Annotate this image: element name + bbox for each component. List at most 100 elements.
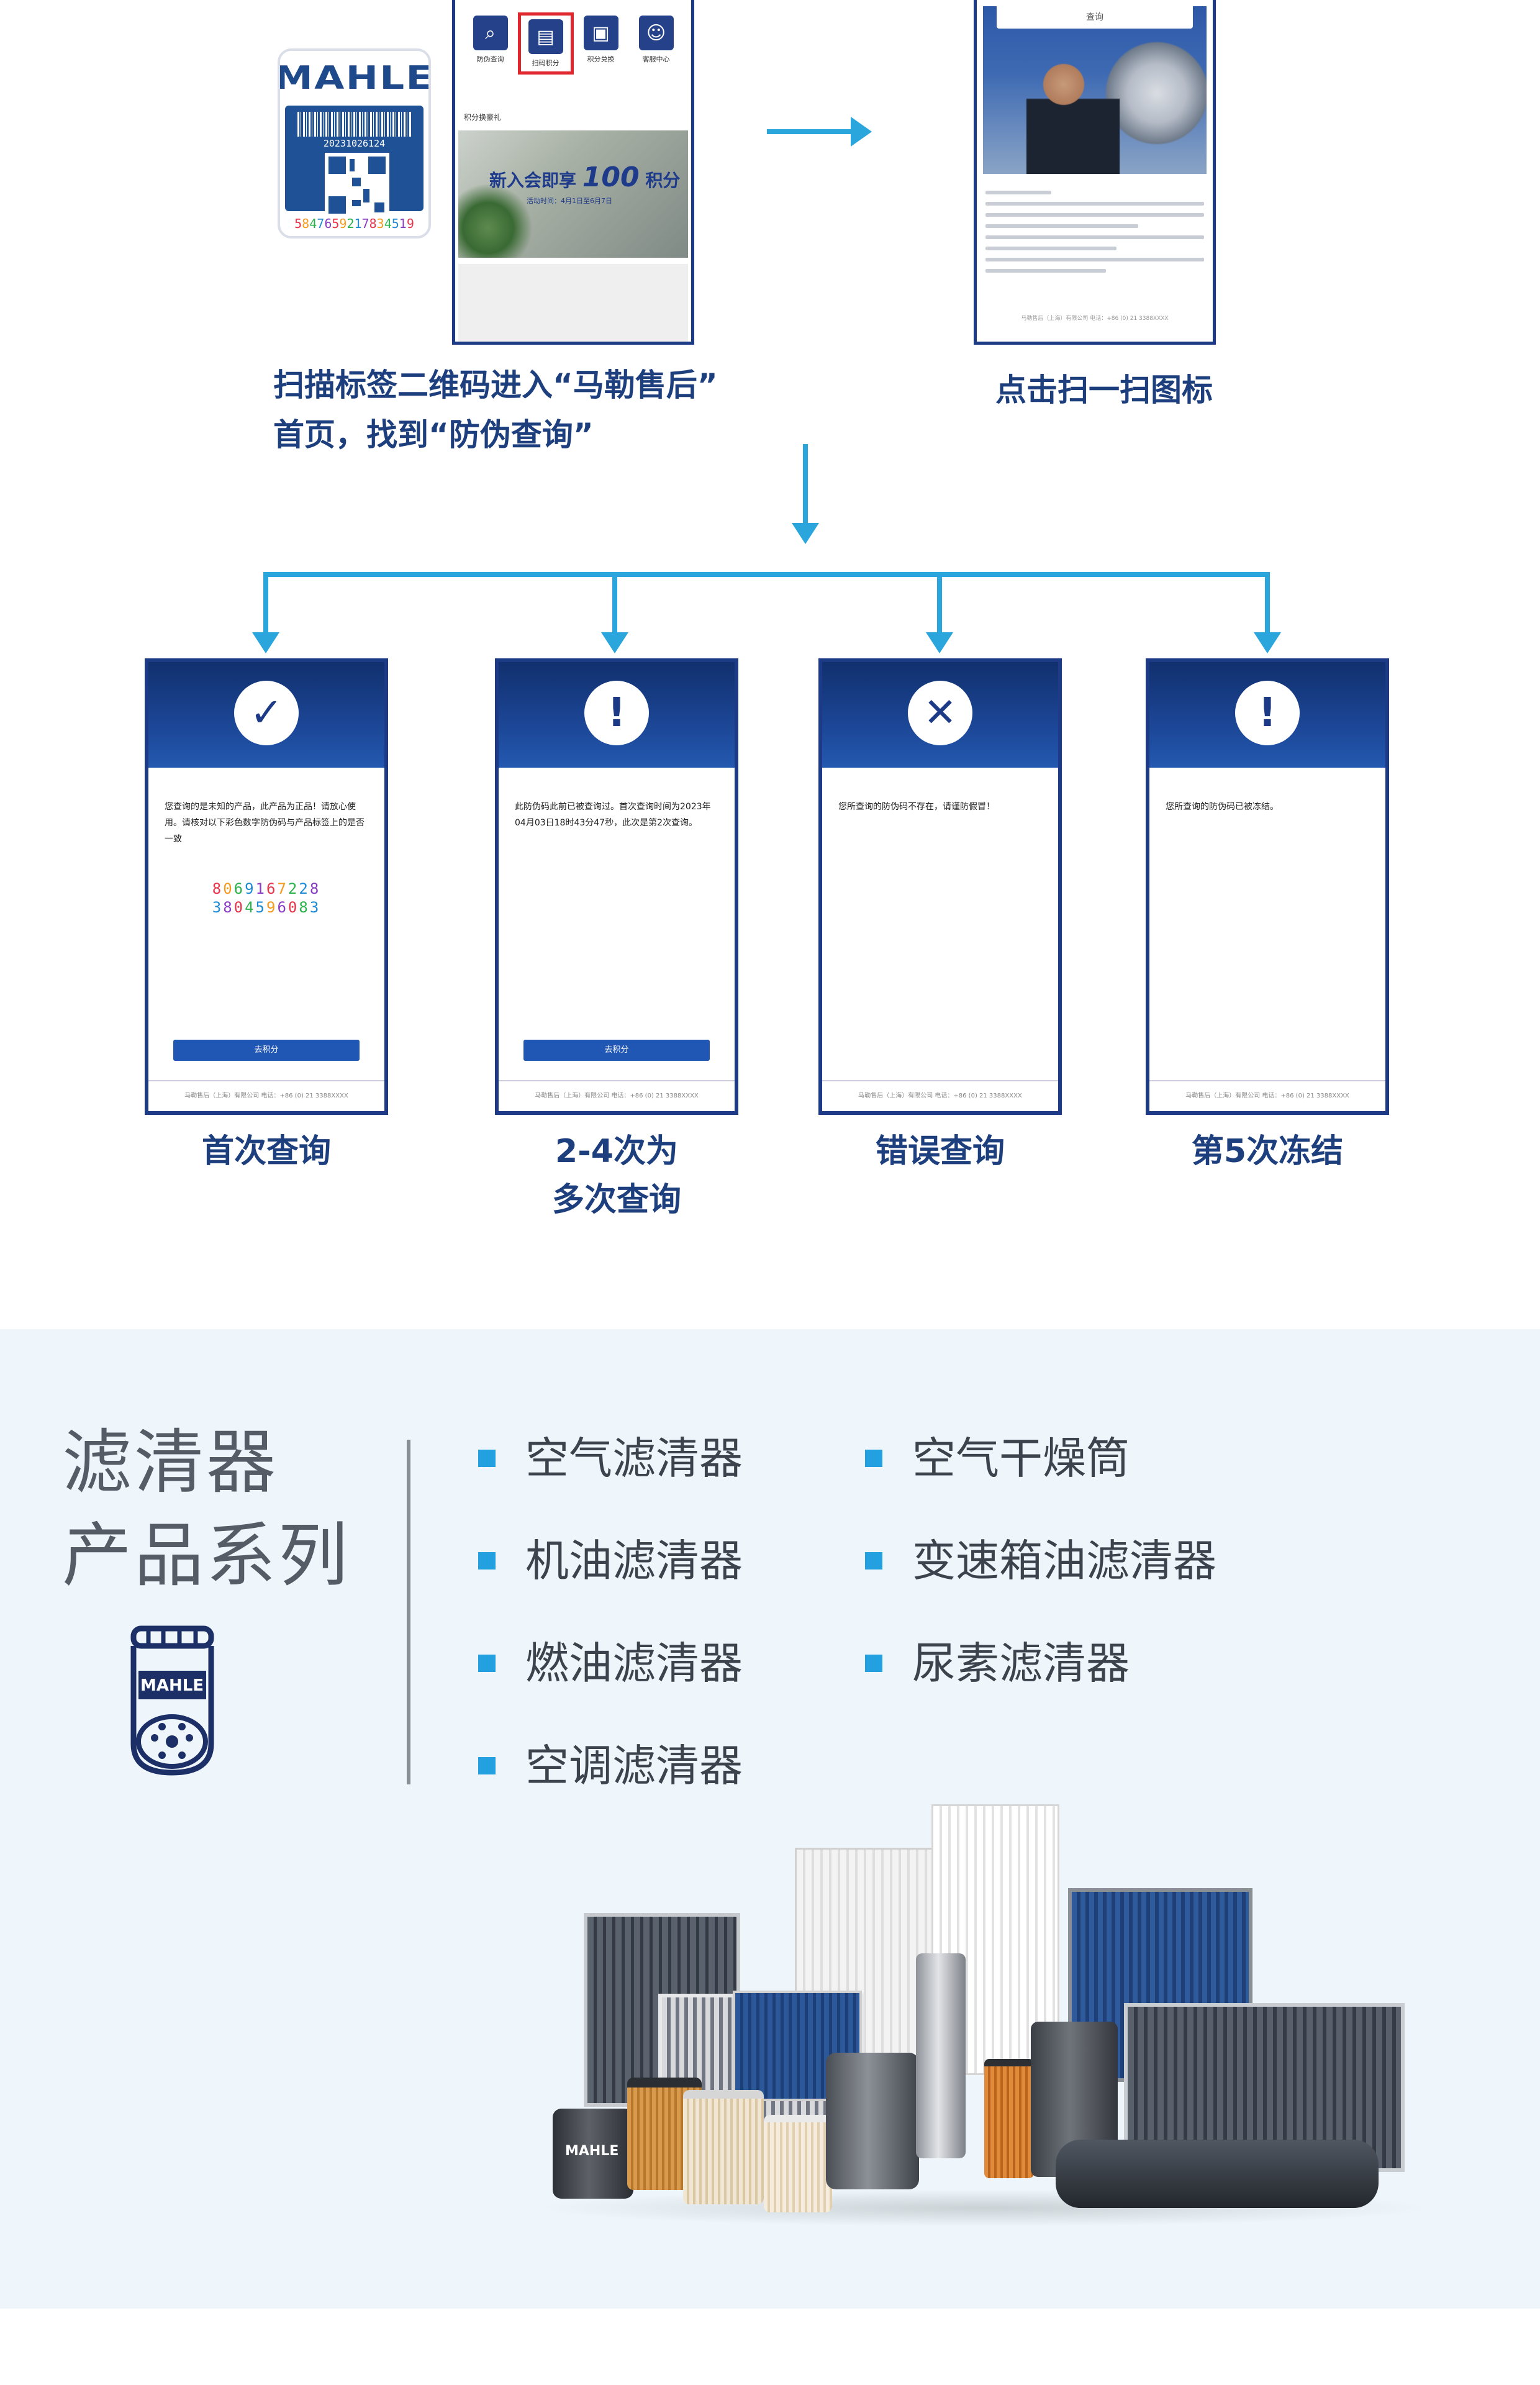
label-digit: 7: [317, 216, 325, 231]
digit: 8: [309, 880, 321, 897]
placeholder-area: [458, 264, 688, 342]
arrow-down: [803, 444, 808, 525]
digit: 8: [223, 899, 234, 916]
oil-filter-can-1: MAHLE: [553, 2109, 633, 2199]
product-category-item: 尿素滤清器: [865, 1635, 1130, 1691]
digit: 3: [309, 899, 321, 916]
digit: 8: [299, 899, 310, 916]
section-text: 积分换豪礼: [464, 113, 502, 122]
menu-icon-caption: 积分兑换: [587, 55, 615, 63]
screen-footer: 马勒售后（上海）有限公司 电话：+86 (0) 21 3388XXXX: [499, 1080, 735, 1111]
digit: 2: [288, 880, 299, 897]
product-category-item: 机油滤清器: [478, 1533, 743, 1589]
bullet-square: [478, 1450, 496, 1467]
result-caption-3: 错误查询: [875, 1133, 1005, 1170]
bullet-square: [478, 1552, 496, 1570]
section-divider: [407, 1440, 410, 1784]
urea-filter-housing: [1056, 2140, 1379, 2208]
menu-icon: ▣: [583, 16, 618, 50]
digit: 5: [255, 899, 266, 916]
digit: 9: [245, 880, 256, 897]
digit: 0: [288, 899, 299, 916]
menu-icon: ⌕: [473, 16, 508, 50]
home-icon-2[interactable]: ▣ 积分兑换: [576, 16, 626, 84]
icon-brand: MAHLE: [140, 1676, 204, 1695]
result-caption-1: 首次查询: [201, 1133, 331, 1170]
page-footer-area: [0, 2309, 1540, 2385]
phone-screen-home: ⌕防伪查询▤扫码积分▣积分兑换☺客服中心 积分换豪礼 新入会即享 100 积分 …: [452, 0, 694, 345]
product-category-item: 变速箱油滤清器: [865, 1533, 1216, 1589]
fuel-filter-slim: [916, 1953, 966, 2158]
screen-footer: 马勒售后（上海）有限公司 电话：+86 (0) 21 3388XXXX: [1149, 1080, 1385, 1111]
branch-3-arrowhead: [926, 632, 953, 653]
urea-filter-element: [764, 2115, 832, 2212]
menu-icon-caption: 防伪查询: [476, 55, 504, 63]
home-icon-0[interactable]: ⌕ 防伪查询: [466, 16, 515, 84]
digit: 6: [266, 880, 278, 897]
arrowhead-right: [851, 117, 872, 147]
label-digit: 4: [309, 216, 317, 231]
result-screen-3: ✕您所查询的防伪码不存在，请谨防假冒！马勒售后（上海）有限公司 电话：+86 (…: [818, 658, 1062, 1115]
warning-icon: !: [1235, 681, 1300, 745]
label-digit: 5: [332, 216, 340, 231]
digit: 4: [245, 899, 256, 916]
product-category-item: 空调滤清器: [478, 1738, 743, 1794]
bullet-square: [865, 1552, 882, 1570]
mahle-logo: MAHLE: [278, 60, 431, 97]
result-message: 您所查询的防伪码已被冻结。: [1166, 802, 1279, 812]
bullet-square: [865, 1450, 882, 1467]
menu-icon-caption: 扫码积分: [532, 59, 559, 67]
label-digit: 5: [391, 216, 399, 231]
go-points-button[interactable]: 去积分: [173, 1040, 360, 1061]
home-icon-1[interactable]: ▤ 扫码积分: [517, 12, 574, 84]
menu-icon-caption: 客服中心: [642, 55, 670, 63]
go-points-button[interactable]: 去积分: [523, 1040, 710, 1061]
warning-icon: !: [584, 681, 649, 745]
home-icon-3[interactable]: ☺ 客服中心: [632, 16, 681, 84]
digit: 8: [212, 880, 224, 897]
barcode: [297, 112, 411, 137]
result-message: 您所查询的防伪码不存在，请谨防假冒！: [838, 802, 995, 812]
digit: 0: [233, 899, 245, 916]
result-screen-2: !此防伪码此前已被查询过。首次查询时间为2023年04月03日18时43分47秒…: [495, 658, 738, 1115]
label-digit: 9: [339, 216, 347, 231]
label-code-top: 2023102612​4: [323, 138, 386, 149]
label-digit: 8: [369, 216, 377, 231]
query-button[interactable]: 查询: [997, 6, 1193, 29]
digit: 0: [223, 880, 234, 897]
branch-1: [263, 572, 268, 634]
product-title: 滤清器 产品系列: [62, 1422, 350, 1596]
product-photo: MAHLE: [534, 1804, 1434, 2227]
product-category-item: 空气滤清器: [478, 1430, 743, 1486]
result-screen-4: ! 您所查询的防伪码已被冻结。马勒售后（上海）有限公司 电话：+86 (0) 21…: [1146, 658, 1389, 1115]
oil-filter-element-2: [984, 2059, 1034, 2178]
result-message: 您查询的是未知的产品，此产品为正品！请放心使用。请核对以下彩色数字防伪码与产品标…: [165, 802, 365, 844]
label-digit: 5: [294, 216, 302, 231]
label-digit: 1: [399, 216, 407, 231]
menu-icon: ☺: [638, 16, 674, 50]
digit: 2: [299, 880, 310, 897]
instruction-lines: [985, 183, 1204, 280]
branch-3: [937, 572, 942, 634]
digit: 6: [233, 880, 245, 897]
result-screen-1: ✓您查询的是未知的产品，此产品为正品！请放心使用。请核对以下彩色数字防伪码与产品…: [145, 658, 388, 1115]
branch-4-arrowhead: [1254, 632, 1281, 653]
error-x-icon: ✕: [908, 681, 972, 745]
mahle-label-image: MAHLE 2023102612​4 5847659217834519: [278, 48, 431, 238]
footer-text: 马勒售后（上海）有限公司 电话：+86 (0) 21 3388XXXX: [1021, 316, 1169, 322]
product-category-item: 燃油滤清器: [478, 1635, 743, 1691]
arrowhead-down: [792, 523, 819, 544]
menu-icon: ▤: [528, 19, 563, 54]
label-digit: 4: [384, 216, 392, 231]
label-code-bottom: 5847659217834519: [280, 216, 428, 231]
branch-1-arrowhead: [252, 632, 279, 653]
bullet-square: [478, 1757, 496, 1774]
digit: 9: [266, 899, 278, 916]
label-digit: 2: [346, 216, 355, 231]
digit: 3: [212, 899, 224, 916]
arrow-right: [767, 129, 854, 134]
branch-2-arrowhead: [601, 632, 628, 653]
bullet-square: [865, 1655, 882, 1672]
label-digit: 8: [302, 216, 310, 231]
